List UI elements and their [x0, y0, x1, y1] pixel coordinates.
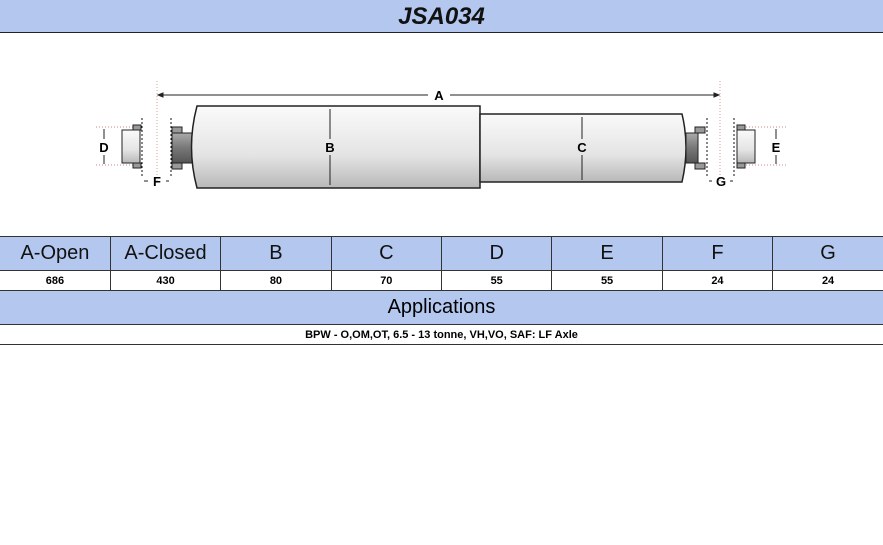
- value-cell: 24: [772, 270, 883, 291]
- header-cell: A-Open: [0, 236, 111, 271]
- header-cell: D: [440, 236, 553, 271]
- values-row: 686 430 80 70 55 55 24 24: [0, 270, 883, 291]
- value-cell: 430: [109, 270, 222, 291]
- header-cell: B: [220, 236, 332, 271]
- value-cell: 80: [220, 270, 332, 291]
- dimension-label-e: E: [772, 140, 781, 155]
- header-cell: E: [551, 236, 663, 271]
- value-cell: 55: [551, 270, 663, 291]
- header-cell: F: [661, 236, 774, 271]
- dimension-label-g: G: [716, 174, 726, 189]
- dimension-label-a: A: [434, 88, 444, 103]
- header-cell: G: [772, 236, 883, 271]
- header-cell: A-Closed: [109, 236, 222, 271]
- dimension-label-b: B: [325, 140, 334, 155]
- shock-body: [190, 105, 481, 189]
- value-cell: 55: [440, 270, 553, 291]
- shock-absorber-diagram: A B C D E F G: [96, 81, 786, 189]
- part-number-title: JSA034: [0, 0, 883, 33]
- value-cell: 686: [0, 270, 111, 291]
- left-bushing: [121, 124, 193, 170]
- value-cell: 24: [661, 270, 774, 291]
- dimension-label-d: D: [99, 140, 108, 155]
- header-cell: C: [330, 236, 443, 271]
- value-cell: 70: [330, 270, 443, 291]
- applications-text: BPW - O,OM,OT, 6.5 - 13 tonne, VH,VO, SA…: [0, 324, 883, 345]
- header-row: A-Open A-Closed B C D E F G: [0, 236, 883, 271]
- applications-heading: Applications: [0, 290, 883, 325]
- right-bushing: [685, 124, 756, 170]
- dimension-label-c: C: [577, 140, 587, 155]
- dimension-label-f: F: [153, 174, 161, 189]
- dimensions-table: A-Open A-Closed B C D E F G 686 430 80 7…: [0, 236, 883, 345]
